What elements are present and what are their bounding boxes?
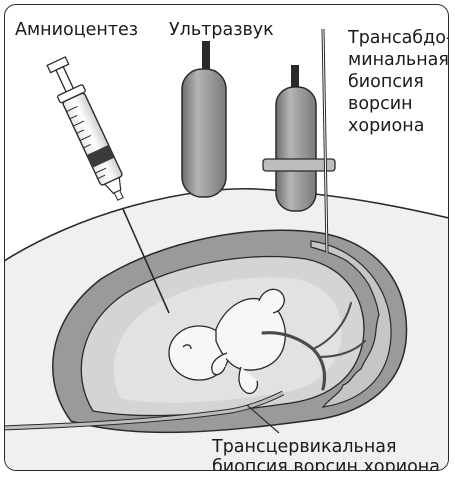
label-amniocentesis: Амниоцентез bbox=[15, 19, 138, 41]
syringe bbox=[44, 55, 134, 205]
ultrasound-probe bbox=[182, 41, 226, 197]
label-transcervical-cvs: Трансцервикальная биопсия ворсин хориона bbox=[212, 437, 440, 471]
illustration-frame: Амниоцентез Ультразвук Трансабдо- миналь… bbox=[4, 4, 449, 471]
label-transabdominal-cvs: Трансабдо- минальная биопсия ворсин хори… bbox=[348, 27, 449, 137]
label-ultrasound: Ультразвук bbox=[169, 19, 274, 41]
